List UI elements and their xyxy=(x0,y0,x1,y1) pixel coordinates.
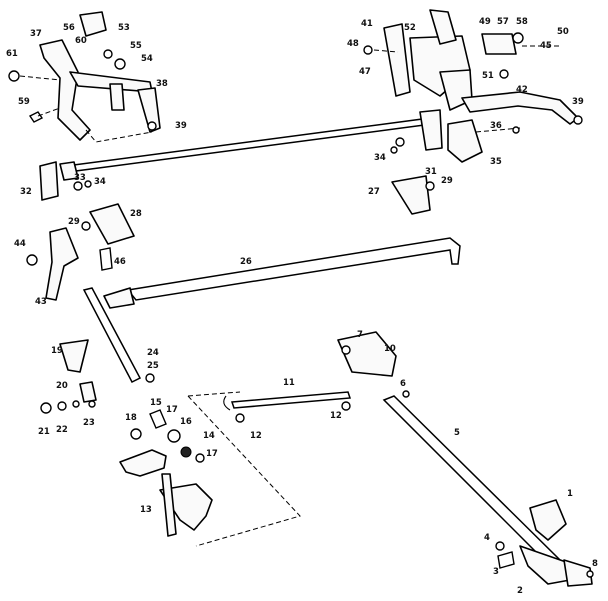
callout-label: 32 xyxy=(20,187,32,197)
callout-label: 17 xyxy=(206,449,218,459)
assembly-13 xyxy=(119,391,301,547)
callout-label: 15 xyxy=(150,398,162,408)
link-24 xyxy=(82,287,155,384)
callout-label: 6 xyxy=(400,379,406,389)
callout-label: 57 xyxy=(497,17,509,27)
callout-label: 60 xyxy=(75,36,87,46)
callout-label: 22 xyxy=(56,425,68,435)
callout-label: 8 xyxy=(592,559,598,569)
callout-label: 44 xyxy=(14,239,26,249)
callout-label: 21 xyxy=(38,427,50,437)
callout-label: 16 xyxy=(180,417,192,427)
callout-label: 42 xyxy=(516,85,528,95)
callout-label: 35 xyxy=(490,157,502,167)
callout-label: 3 xyxy=(493,567,499,577)
callout-label: 46 xyxy=(114,257,126,267)
callout-label: 11 xyxy=(283,378,295,388)
callout-label: 50 xyxy=(557,27,569,37)
callout-label: 33 xyxy=(74,173,86,183)
callout-label: 10 xyxy=(384,344,396,354)
callout-label: 34 xyxy=(94,177,106,187)
callout-label: 54 xyxy=(141,54,153,64)
callout-label: 7 xyxy=(357,330,363,340)
callout-label: 52 xyxy=(404,23,416,33)
callout-label: 45 xyxy=(540,41,552,51)
rod-11 xyxy=(223,391,352,423)
callout-label: 18 xyxy=(125,413,137,423)
callout-label: 49 xyxy=(479,17,491,27)
callout-label: 5 xyxy=(454,428,460,438)
callout-label: 27 xyxy=(368,187,380,197)
callout-label: 20 xyxy=(56,381,68,391)
upper-right-bracket-assembly xyxy=(363,9,583,125)
callout-label: 39 xyxy=(572,97,584,107)
callout-label: 1 xyxy=(567,489,573,499)
callout-label: 58 xyxy=(516,17,528,27)
callout-label: 2 xyxy=(517,586,523,596)
callout-label: 31 xyxy=(425,167,437,177)
callout-label: 23 xyxy=(83,418,95,428)
callout-label: 47 xyxy=(359,67,371,77)
callout-label: 12 xyxy=(330,411,342,421)
callout-label: 14 xyxy=(203,431,215,441)
callout-label: 29 xyxy=(441,176,453,186)
callout-label: 55 xyxy=(130,41,142,51)
callout-label: 29 xyxy=(68,217,80,227)
right-lower-assembly xyxy=(337,331,594,587)
callout-label: 24 xyxy=(147,348,159,358)
callout-label: 17 xyxy=(166,405,178,415)
callout-label: 39 xyxy=(175,121,187,131)
callout-label: 61 xyxy=(6,49,18,59)
lower-left-hardware xyxy=(40,339,97,414)
callout-label: 38 xyxy=(156,79,168,89)
callout-label: 26 xyxy=(240,257,252,267)
callout-label: 56 xyxy=(63,23,75,33)
callout-label: 59 xyxy=(18,97,30,107)
callout-label: 51 xyxy=(482,71,494,81)
callout-label: 25 xyxy=(147,361,159,371)
callout-label: 37 xyxy=(30,29,42,39)
left-mid-cluster xyxy=(26,203,135,301)
callout-label: 28 xyxy=(130,209,142,219)
rod-26 xyxy=(103,237,461,309)
callout-label: 48 xyxy=(347,39,359,49)
callout-label: 41 xyxy=(361,19,373,29)
rod-30-assembly xyxy=(39,109,521,201)
callout-label: 43 xyxy=(35,297,47,307)
callout-label: 12 xyxy=(250,431,262,441)
callout-label: 13 xyxy=(140,505,152,515)
callout-label: 4 xyxy=(484,533,490,543)
callout-label: 34 xyxy=(374,153,386,163)
bracket-27 xyxy=(391,175,435,215)
callout-label: 19 xyxy=(51,346,63,356)
callout-labels: 1 2 3 4 5 6 7 8 10 11 12 12 13 14 15 16 … xyxy=(6,17,598,596)
upper-left-bracket-assembly xyxy=(8,11,161,143)
callout-label: 36 xyxy=(490,121,502,131)
callout-label: 53 xyxy=(118,23,130,33)
